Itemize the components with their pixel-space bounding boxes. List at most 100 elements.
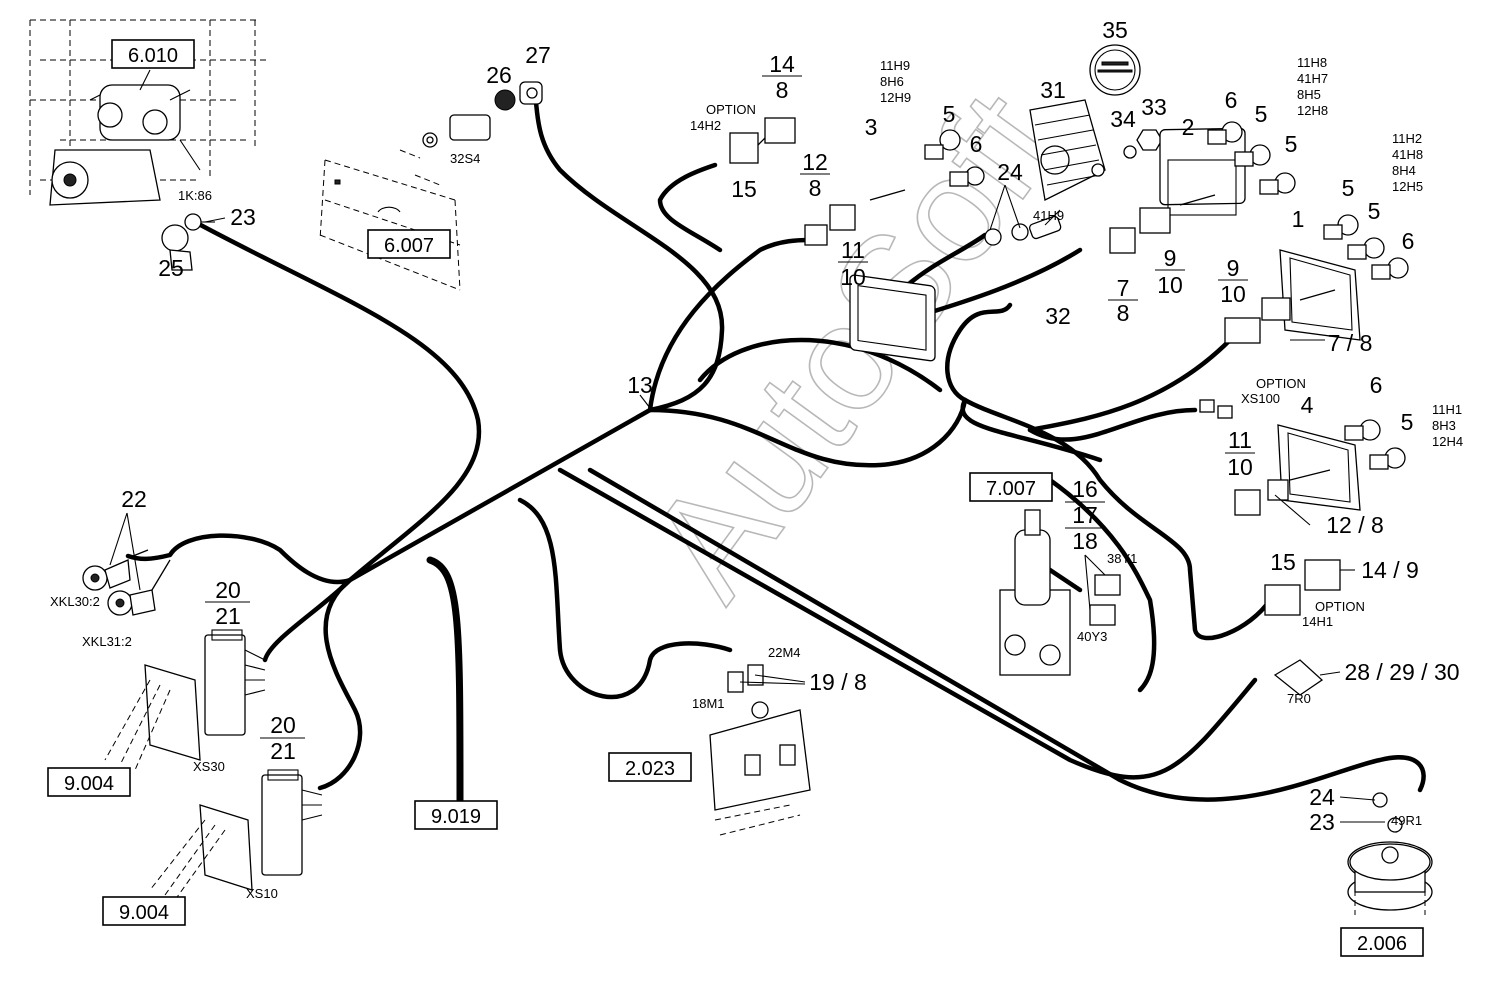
bulb-5a (924, 129, 961, 160)
part-2: 2 (1182, 114, 1195, 140)
part-31: 31 (1040, 77, 1066, 103)
bulb-5f (1369, 447, 1406, 470)
mounting-plate-sketch (319, 149, 461, 291)
leader-lines (109, 184, 1385, 823)
ring-terminals-22 (82, 549, 171, 616)
connector-19-8 (727, 664, 764, 693)
code-22m4: 22M4 (768, 645, 801, 660)
code-49r1: 49R1 (1391, 813, 1422, 828)
part-8-b: 8 (809, 175, 822, 201)
code-41h9: 41H9 (1033, 208, 1064, 223)
ref-box-9004-a (47, 767, 131, 797)
ref-box-9004-b-label: 9.004 (119, 902, 169, 924)
ring-terminals-24 (984, 223, 1029, 246)
code-32s4: 32S4 (450, 151, 480, 166)
ref-box-6007-label: 6.007 (384, 235, 434, 257)
code-7r0: 7R0 (1287, 691, 1311, 706)
bolt-32 (1028, 215, 1062, 240)
part-24-b: 24 (1309, 784, 1335, 810)
code-14h1: 14H1 (1302, 614, 1333, 629)
part-7-8: 7 / 8 (1328, 330, 1373, 356)
code-group-1-2: 12H9 (880, 90, 911, 105)
connector-block-xs10 (149, 769, 323, 901)
code-group-3-3: 12H5 (1392, 179, 1423, 194)
part-5-a: 5 (943, 101, 956, 127)
part-34: 34 (1110, 106, 1136, 132)
connector-14-8 (729, 117, 796, 164)
part-14-9: 14 / 9 (1361, 557, 1419, 583)
code-group-3-0: 11H2 (1392, 131, 1422, 146)
control-unit (709, 701, 811, 836)
code-group-4-0: 11H1 (1432, 402, 1462, 417)
part-6-c: 6 (1402, 228, 1415, 254)
code-group-2-0: 11H8 (1297, 55, 1327, 70)
ref-box-9019-label: 9.019 (431, 806, 481, 828)
lamp-4 (1277, 424, 1361, 511)
starter-motor-sketch (29, 19, 270, 206)
part-5-b: 5 (1255, 101, 1268, 127)
code-38y1: 38Y1 (1107, 551, 1137, 566)
ring-terminal-23-25 (161, 213, 215, 271)
ref-box-9004-a-label: 9.004 (64, 773, 114, 795)
part-17: 17 (1072, 502, 1098, 528)
code-40y3: 40Y3 (1077, 629, 1107, 644)
option-label-3: OPTION (1315, 599, 1365, 614)
part-3: 3 (865, 114, 878, 140)
bulb-6a (949, 166, 985, 187)
option-label-1: OPTION (706, 102, 756, 117)
part-19-8: 19 / 8 (809, 669, 867, 695)
code-xkl31: XKL31:2 (82, 634, 132, 649)
code-xs100: XS100 (1241, 391, 1280, 406)
buzzer-31 (1029, 99, 1106, 201)
part-14: 14 (769, 51, 795, 77)
part-1: 1 (1292, 206, 1305, 232)
code-group-1-1: 8H6 (880, 74, 904, 89)
part-25: 25 (158, 255, 184, 281)
lamp-3 (849, 189, 936, 362)
part-32: 32 (1045, 303, 1071, 329)
ref-box-2023 (608, 752, 692, 782)
ref-box-9019 (414, 800, 498, 830)
nut-33-34 (1123, 129, 1163, 159)
part-8-a: 8 (776, 77, 789, 103)
part-21-b: 21 (270, 738, 296, 764)
code-group-3-1: 41H8 (1392, 147, 1423, 162)
ref-box-2006 (1340, 927, 1424, 957)
part-10-b: 10 (1157, 272, 1183, 298)
code-group-2-3: 12H8 (1297, 103, 1328, 118)
part-23-a: 23 (230, 204, 256, 230)
code-group-4-2: 12H4 (1432, 434, 1463, 449)
part-10-d: 10 (1227, 454, 1253, 480)
code-1k86: 1K:86 (178, 188, 212, 203)
part-5-d: 5 (1342, 175, 1355, 201)
part-11-b: 11 (1228, 427, 1252, 453)
ref-box-6007 (367, 229, 451, 259)
bulb-6b (1207, 121, 1243, 145)
bulb-6c (1371, 257, 1409, 280)
bulb-5d (1323, 214, 1359, 240)
connector-9-10a (1109, 207, 1171, 254)
connector-block-xs30 (104, 629, 266, 771)
part-9-a: 9 (1164, 245, 1177, 271)
ref-box-7007-label: 7.007 (986, 478, 1036, 500)
sensor-26-27 (422, 81, 543, 148)
ref-box-2023-label: 2.023 (625, 758, 675, 780)
fraction-bars (205, 75, 1255, 739)
part-28-29-30: 28 / 29 / 30 (1344, 659, 1459, 685)
connector-15-14-9 (1264, 559, 1341, 616)
connector-xs100 (1199, 399, 1233, 419)
code-18m1: 18M1 (692, 696, 725, 711)
option-label-2: OPTION (1256, 376, 1306, 391)
bulb-5c (1259, 172, 1296, 195)
sensor-49r1 (1347, 792, 1433, 915)
bulb-5b (1234, 144, 1271, 167)
part-5-e: 5 (1368, 198, 1381, 224)
lamp-1 (1279, 249, 1361, 341)
badge-35 (1089, 44, 1141, 96)
part-6-b: 6 (1225, 87, 1238, 113)
connector-11-10b (1234, 479, 1289, 516)
connector-28-29-30 (1273, 659, 1324, 696)
main-harness (125, 92, 1426, 804)
connector-12-8 (804, 204, 856, 246)
